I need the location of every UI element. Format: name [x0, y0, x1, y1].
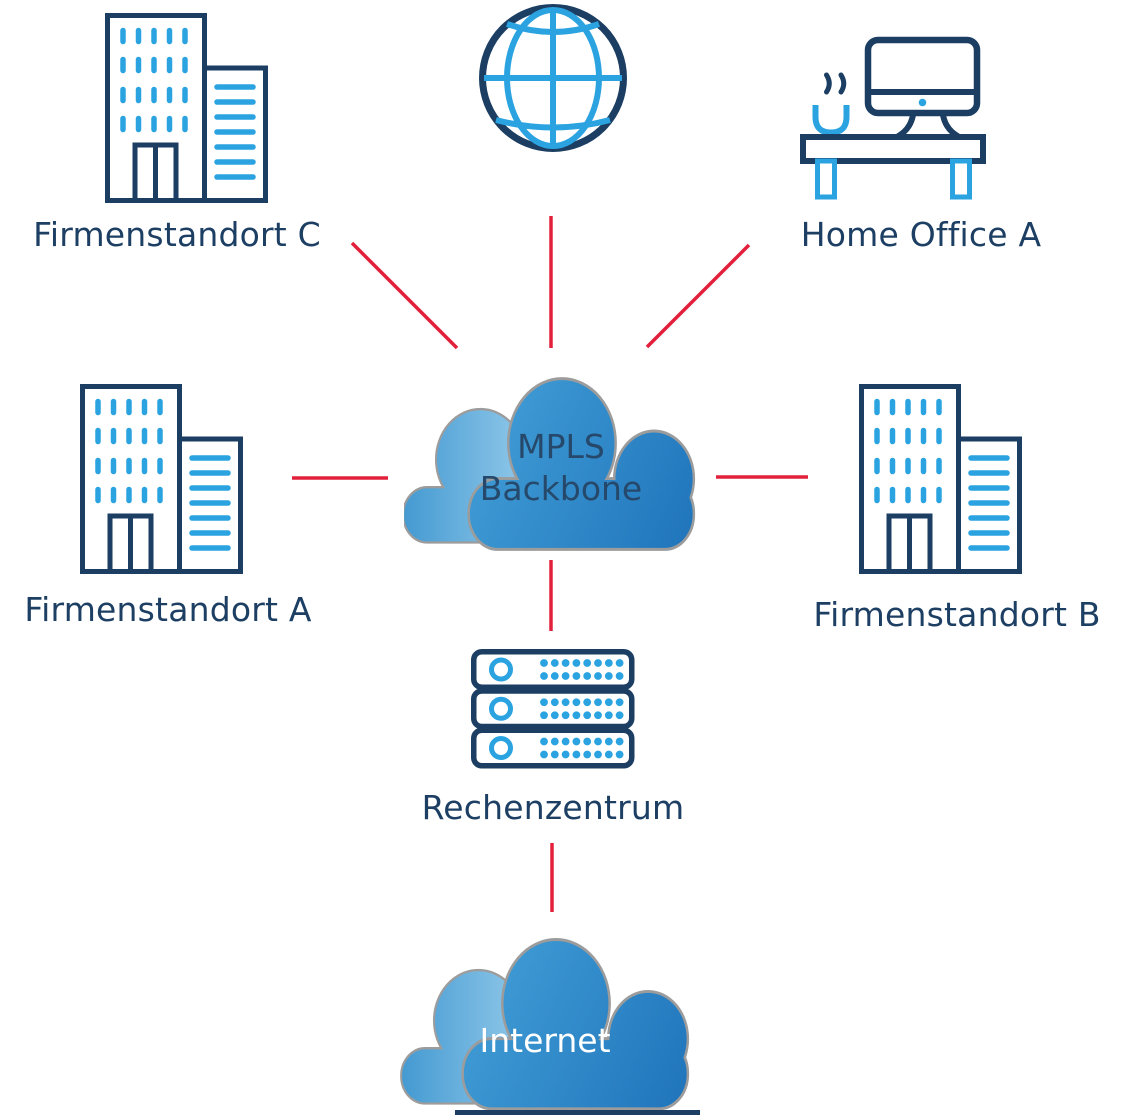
mpls-backbone-label: MPLS Backbone: [480, 426, 642, 510]
office-building-icon: [859, 384, 1022, 574]
office-building-icon: [105, 13, 268, 203]
site-c-label: Firmenstandort C: [33, 215, 321, 254]
office-building-icon: [80, 384, 243, 574]
connection-line-mpls-home-office: [645, 243, 751, 349]
bottom-edge-bar: [455, 1110, 700, 1115]
site-b-label: Firmenstandort B: [813, 595, 1101, 634]
globe-icon: [478, 3, 628, 153]
site-a-label: Firmenstandort A: [24, 590, 312, 629]
home-office-label: Home Office A: [800, 215, 1042, 254]
mpls-label-line1: MPLS: [517, 427, 605, 466]
server-stack-icon: [471, 649, 635, 770]
mpls-label-line2: Backbone: [479, 469, 643, 508]
desk-computer-icon: [798, 30, 990, 202]
connection-line-site-c-mpls: [350, 241, 459, 350]
datacenter-label: Rechenzentrum: [421, 788, 685, 827]
internet-label: Internet: [479, 1021, 611, 1060]
